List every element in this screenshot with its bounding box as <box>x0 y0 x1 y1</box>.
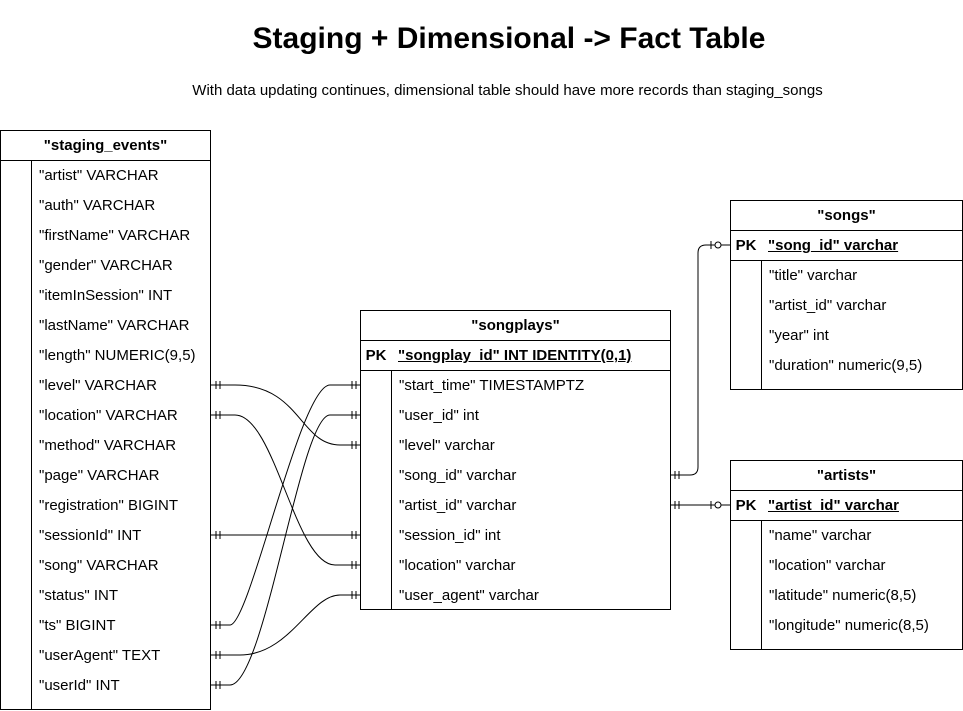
column-row: "duration" numeric(9,5) <box>769 357 923 374</box>
table-songplays[interactable]: "songplays" PK "songplay_id" INT IDENTIT… <box>360 310 671 610</box>
link-userid <box>211 414 361 686</box>
column-row: "name" varchar <box>769 527 872 544</box>
table-title: "artists" <box>731 461 962 491</box>
table-columns: "title" varchar "artist_id" varchar "year"… <box>761 261 962 389</box>
link-location <box>211 414 361 566</box>
column-row: "itemInSession" INT <box>39 287 173 304</box>
pk-label: PK <box>735 237 757 254</box>
column-row: "firstName" VARCHAR <box>39 227 191 244</box>
column-row: "status" INT <box>39 587 118 604</box>
primary-key-row: PK "artist_id" varchar <box>731 491 962 521</box>
column-row: "page" VARCHAR <box>39 467 160 484</box>
table-staging-events[interactable]: "staging_events" "artist" VARCHAR "auth" … <box>0 130 211 710</box>
column-row: "ts" BIGINT <box>39 617 116 634</box>
column-row: "user_id" int <box>399 407 479 424</box>
table-title: "songs" <box>731 201 962 231</box>
column-row: "registration" BIGINT <box>39 497 179 514</box>
link-ts <box>211 384 361 626</box>
column-row: "sessionId" INT <box>39 527 142 544</box>
table-columns: "artist" VARCHAR "auth" VARCHAR "firstName… <box>31 161 210 709</box>
column-row: "length" NUMERIC(9,5) <box>39 347 196 364</box>
link-song-id <box>670 244 731 476</box>
column-row: "location" varchar <box>769 557 886 574</box>
table-title: "songplays" <box>361 311 670 341</box>
column-row: "method" VARCHAR <box>39 437 177 454</box>
table-artists[interactable]: "artists" PK "artist_id" varchar "name" … <box>730 460 963 650</box>
link-level <box>211 384 361 446</box>
column-row: "artist_id" varchar <box>399 497 517 514</box>
link-useragent <box>211 594 361 656</box>
table-columns: "name" varchar "location" varchar "latitud… <box>761 521 962 649</box>
column-row: "start_time" TIMESTAMPTZ <box>399 377 585 394</box>
column-row: "lastName" VARCHAR <box>39 317 190 334</box>
column-row: "location" VARCHAR <box>39 407 178 424</box>
table-songs[interactable]: "songs" PK "song_id" varchar "title" var… <box>730 200 963 390</box>
table-columns: "start_time" TIMESTAMPTZ "user_id" int "le… <box>391 371 670 609</box>
column-row: "location" varchar <box>399 557 516 574</box>
diagram-subtitle: With data updating continues, dimensiona… <box>192 82 823 99</box>
pk-label: PK <box>735 497 757 514</box>
column-row: "artist" VARCHAR <box>39 167 159 184</box>
column-row: "session_id" int <box>399 527 501 544</box>
column-row: "title" varchar <box>769 267 858 284</box>
column-row: "latitude" numeric(8,5) <box>769 587 917 604</box>
column-row: "userId" INT <box>39 677 120 694</box>
column-row: "artist_id" varchar <box>769 297 887 314</box>
primary-key-row: PK "songplay_id" INT IDENTITY(0,1) <box>361 341 670 371</box>
diagram-title: Staging + Dimensional -> Fact Table <box>252 22 766 55</box>
column-row: "userAgent" TEXT <box>39 647 161 664</box>
column-row: "auth" VARCHAR <box>39 197 156 214</box>
column-row: "level" VARCHAR <box>39 377 157 394</box>
column-row: "longitude" numeric(8,5) <box>769 617 929 634</box>
pk-column: "songplay_id" INT IDENTITY(0,1) <box>398 347 632 364</box>
pk-column: "song_id" varchar <box>768 237 899 254</box>
pk-column: "artist_id" varchar <box>768 497 899 514</box>
column-row: "song_id" varchar <box>399 467 517 484</box>
column-row: "song" VARCHAR <box>39 557 159 574</box>
pk-label: PK <box>365 347 387 364</box>
table-title: "staging_events" <box>1 131 210 161</box>
column-row: "level" varchar <box>399 437 495 454</box>
primary-key-row: PK "song_id" varchar <box>731 231 962 261</box>
column-row: "user_agent" varchar <box>399 587 539 604</box>
column-row: "gender" VARCHAR <box>39 257 173 274</box>
column-row: "year" int <box>769 327 829 344</box>
